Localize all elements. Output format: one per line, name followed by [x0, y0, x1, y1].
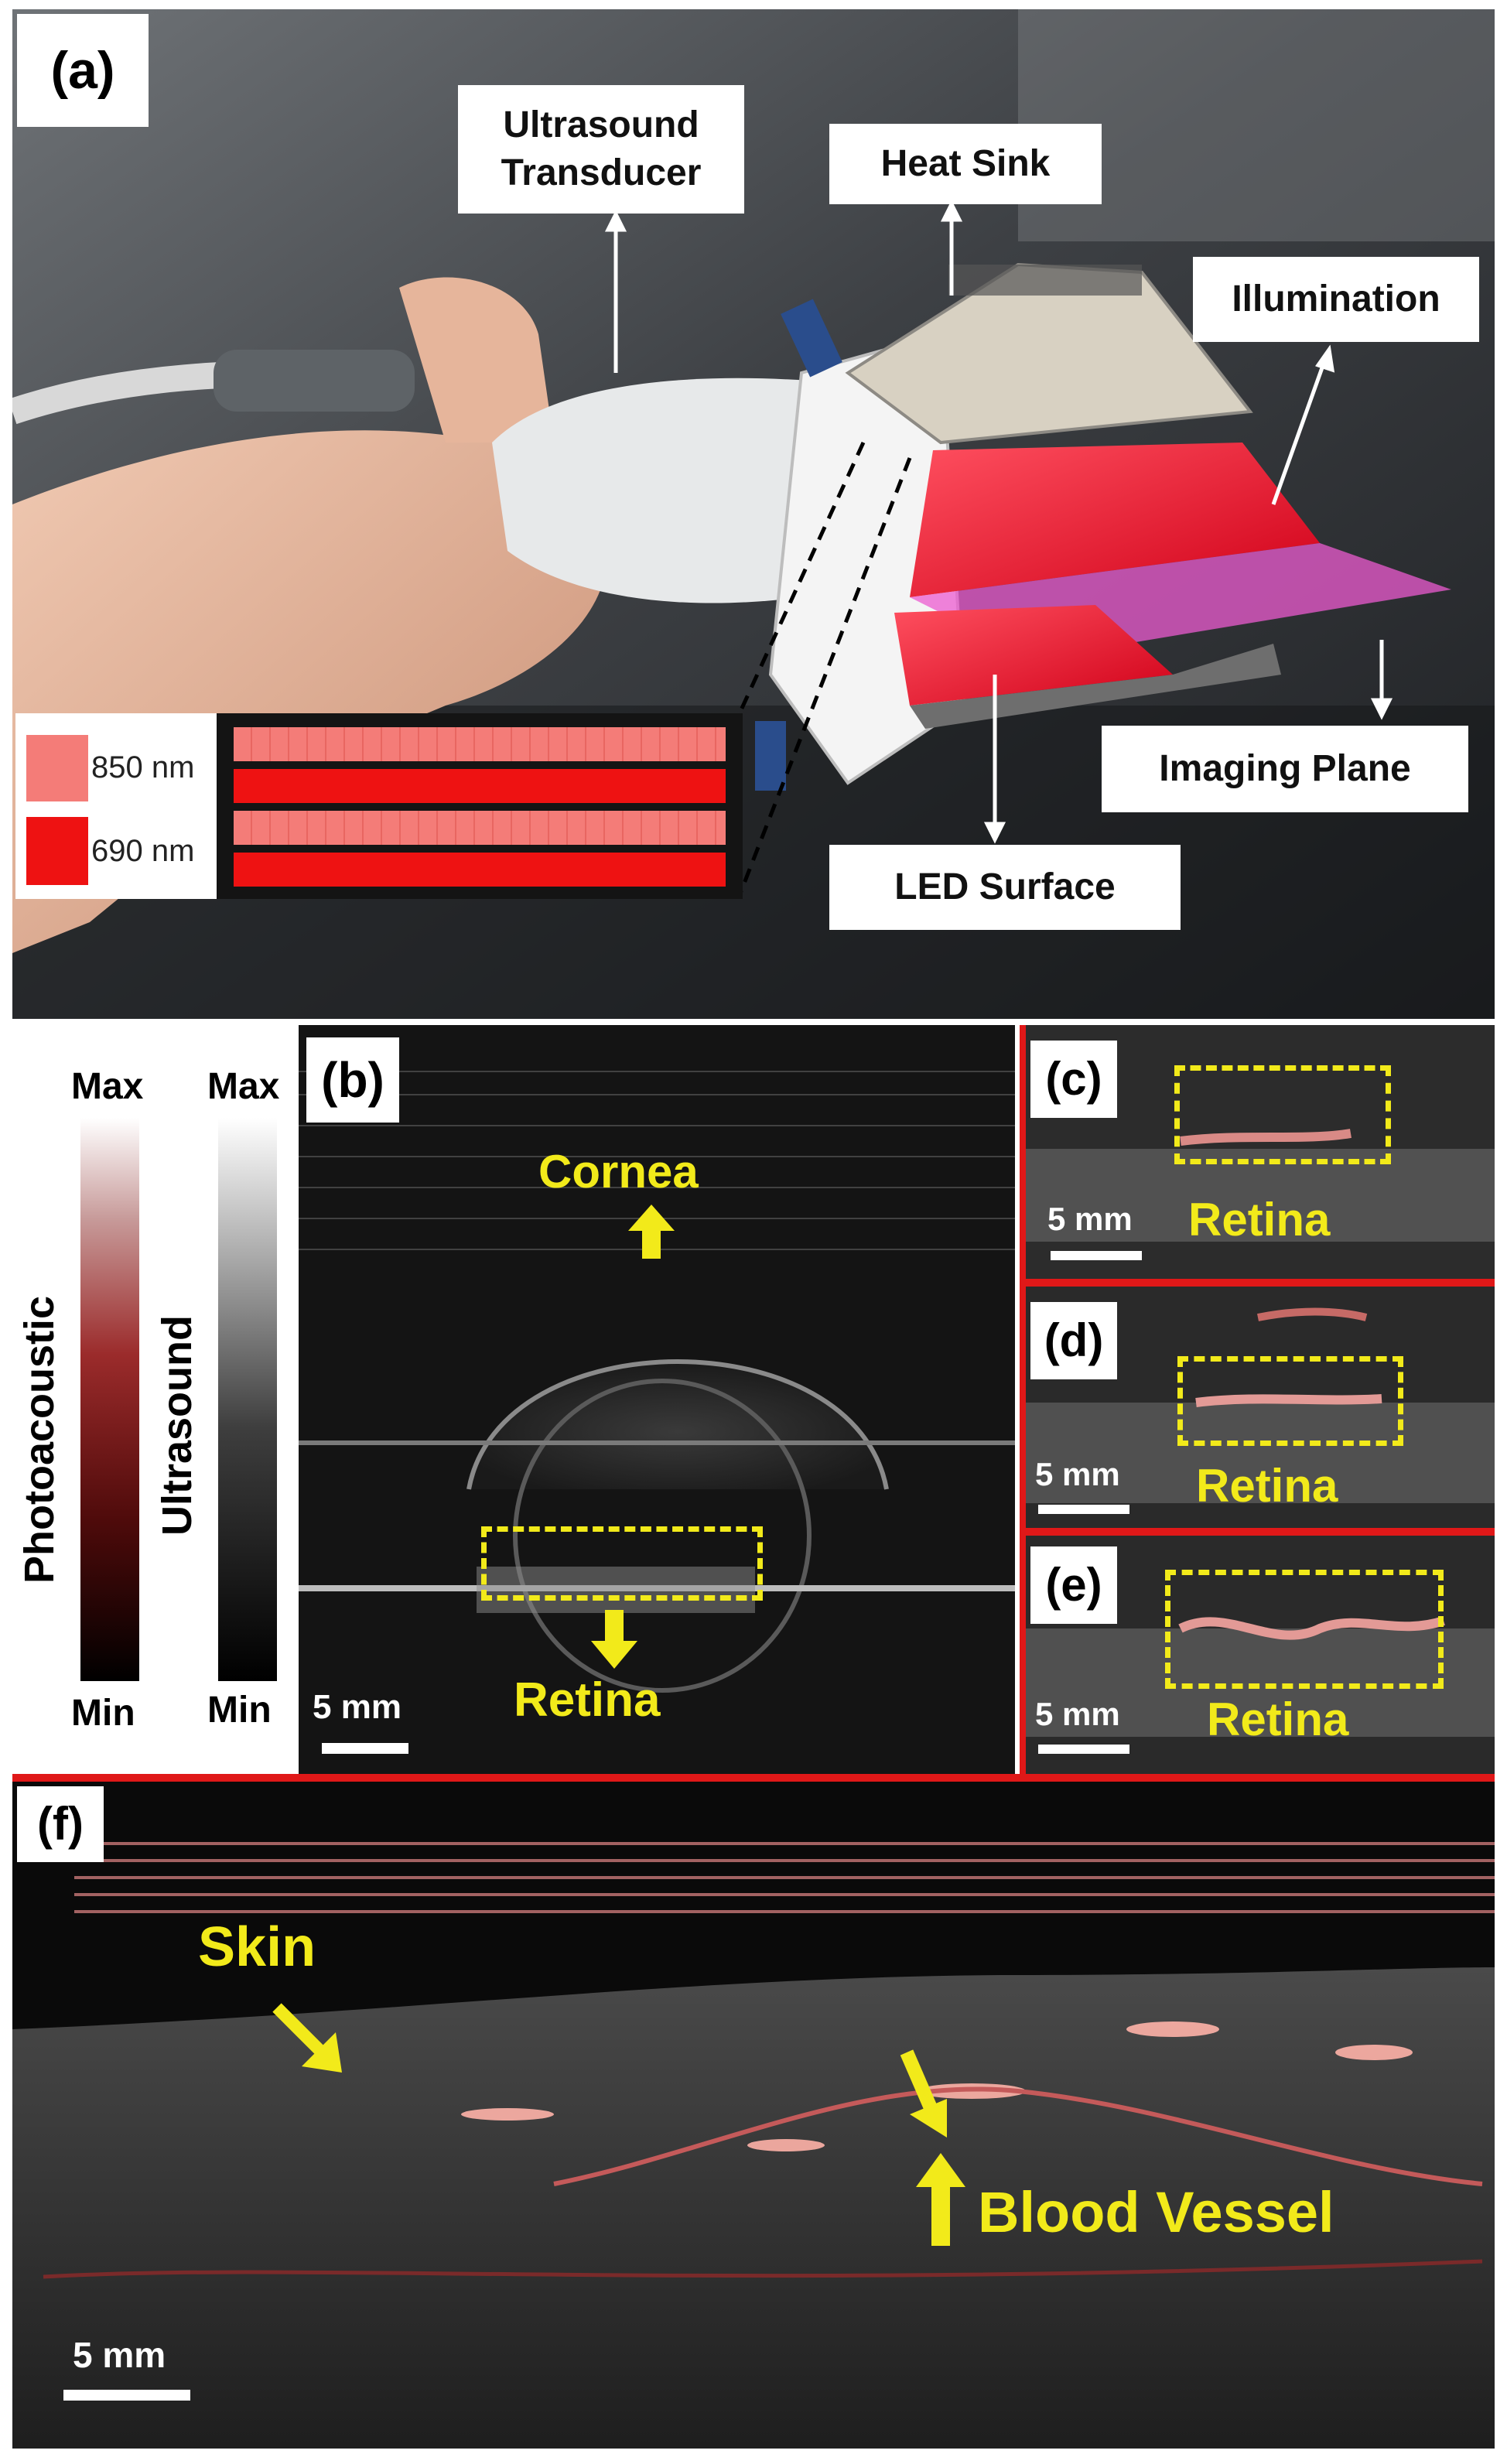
panel-f-label: (f): [17, 1786, 104, 1862]
panel-a-label: (a): [17, 14, 149, 127]
panel-f-scale-text: 5 mm: [73, 2335, 166, 2375]
panel-c-retina-label: Retina: [1188, 1194, 1331, 1246]
panel-d-image: (d) 5 mm Retina: [1026, 1287, 1495, 1528]
skin-label: Skin: [198, 1916, 316, 1978]
vessel-up-arrow-icon: [916, 2153, 965, 2246]
panel-d-scale-bar: [1038, 1505, 1129, 1514]
skin-photoacoustic-illustration: [12, 1782, 1495, 2449]
led-row-690-b: [234, 853, 726, 887]
vessel-down-arrow-icon: [900, 2049, 947, 2138]
panel-e-retina-label: Retina: [1207, 1693, 1349, 1745]
panel-f-skin-image: (f) Skin Blood Vessel 5 mm: [12, 1782, 1495, 2449]
led-row-690-a: [234, 769, 726, 803]
panel-e-ultrasound-illustration: [1026, 1536, 1495, 1774]
panel-e-scale-text: 5 mm: [1035, 1696, 1120, 1732]
panel-c-image: (c) 5 mm Retina: [1026, 1025, 1495, 1279]
panel-b-retina-box: [481, 1526, 763, 1601]
panel-e-retina-box: [1165, 1570, 1444, 1689]
ultrasound-axis-title: Ultrasound: [154, 1314, 200, 1536]
imaging-plane-callout: Imaging Plane: [1102, 726, 1468, 812]
led-strip-inset: [217, 713, 743, 899]
panel-divider-d-e: [1026, 1528, 1495, 1536]
panel-d-retina-label: Retina: [1196, 1460, 1338, 1512]
panel-b-eye-image: (b) Cornea Retina 5 mm: [299, 1025, 1015, 1774]
panel-d-retina-box: [1177, 1356, 1403, 1446]
blood-vessel-label: Blood Vessel: [978, 2180, 1334, 2244]
illumination-callout: Illumination: [1193, 257, 1479, 342]
ultrasound-max-label: Max: [207, 1066, 280, 1107]
panel-b-scale-bar: [322, 1743, 408, 1754]
cornea-arrow-icon: [628, 1205, 675, 1259]
photoacoustic-colorbar: [80, 1118, 139, 1681]
panel-divider-c-d: [1026, 1279, 1495, 1287]
wavelength-legend: 850 nm 690 nm: [15, 713, 217, 899]
panel-e-label: (e): [1030, 1546, 1117, 1624]
heat-sink-callout: Heat Sink: [829, 124, 1102, 204]
panel-c-label: (c): [1030, 1041, 1117, 1118]
led-surface-callout: LED Surface: [829, 845, 1181, 930]
photoacoustic-min-label: Min: [71, 1693, 135, 1734]
panel-e-scale-bar: [1038, 1745, 1129, 1754]
ultrasound-min-label: Min: [207, 1690, 272, 1731]
panel-c-retina-box: [1174, 1065, 1391, 1164]
panel-divider-vertical: [1020, 1025, 1026, 1774]
panel-divider-horizontal: [12, 1774, 1495, 1782]
panel-c-scale-text: 5 mm: [1047, 1201, 1133, 1237]
skin-arrow-icon: [272, 2003, 342, 2073]
ultrasound-colorbar: [218, 1118, 277, 1681]
panel-b-label: (b): [306, 1037, 399, 1123]
panel-d-ultrasound-illustration: [1026, 1287, 1495, 1528]
swatch-690nm: [26, 817, 88, 885]
photoacoustic-max-label: Max: [71, 1066, 144, 1107]
label-850nm: 850 nm: [91, 750, 195, 784]
led-row-850-b: [234, 811, 726, 845]
colorbar-panel: Max Max Photoacoustic Ultrasound Min Min: [12, 1025, 299, 1774]
photoacoustic-axis-title: Photoacoustic: [16, 1295, 63, 1584]
panel-f-scale-bar: [63, 2390, 190, 2401]
panel-d-label: (d): [1030, 1302, 1117, 1379]
label-690nm: 690 nm: [91, 834, 195, 868]
led-row-850-a: [234, 727, 726, 761]
swatch-850nm: [26, 735, 88, 801]
panel-c-scale-bar: [1051, 1251, 1142, 1260]
panel-b-retina-label: Retina: [514, 1673, 661, 1727]
panel-a-photo: (a) Ultrasound Transducer Heat Sink Illu…: [12, 9, 1495, 1019]
panel-b-scale-text: 5 mm: [313, 1688, 402, 1726]
panel-e-image: (e) 5 mm Retina: [1026, 1536, 1495, 1774]
eye-ultrasound-illustration: [299, 1025, 1015, 1774]
ultrasound-transducer-callout: Ultrasound Transducer: [458, 85, 744, 214]
panel-d-scale-text: 5 mm: [1035, 1456, 1120, 1492]
retina-arrow-icon: [591, 1610, 637, 1669]
cornea-label: Cornea: [538, 1146, 699, 1198]
